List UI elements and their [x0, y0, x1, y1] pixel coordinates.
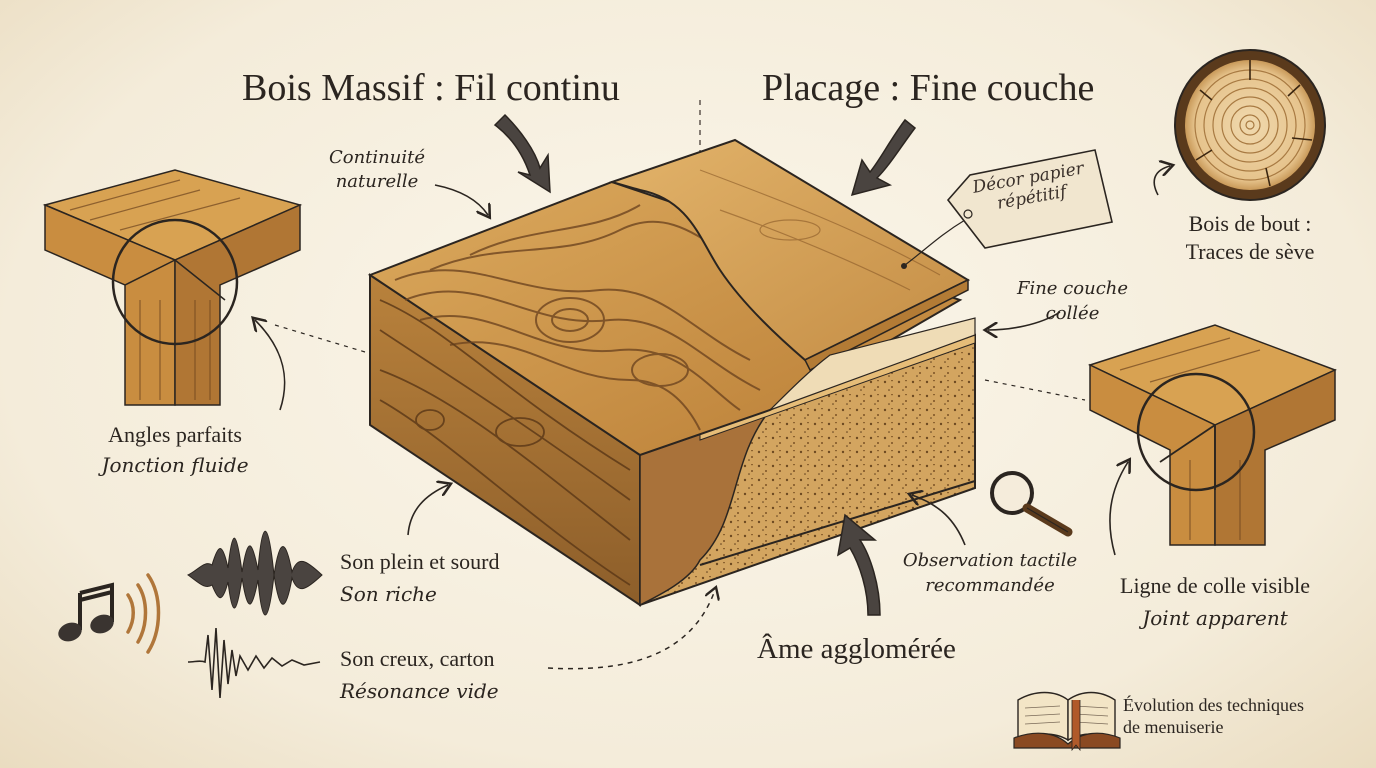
end-grain-line2: Traces de sève — [1185, 239, 1315, 264]
hollow-sound-arrow — [547, 590, 715, 670]
glue-line2: Joint apparent — [1142, 606, 1288, 630]
speaker-waves-icon — [126, 573, 161, 654]
continuity-label: Continuité naturelle — [322, 146, 432, 194]
evolution-line2: de menuiserie — [1123, 717, 1224, 737]
pointer-arrows — [255, 166, 1170, 556]
thin-layer-line2: collée — [1045, 303, 1100, 324]
evolution-line1: Évolution des techniques — [1123, 695, 1304, 715]
main-wood-block — [367, 138, 976, 607]
sound-hollow-line1: Son creux, carton — [340, 646, 495, 671]
angles-line2: Jonction fluide — [101, 453, 249, 477]
thin-layer-label: Fine couche collée — [1000, 276, 1145, 326]
decor-tag — [901, 149, 1113, 269]
continuity-label-line1: Continuité — [328, 147, 426, 168]
glue-line1: Ligne de colle visible — [1120, 573, 1310, 598]
end-grain-line1: Bois de bout : — [1188, 211, 1312, 236]
core-label: Âme agglomérée — [757, 633, 956, 665]
veneer-title: Placage : Fine couche — [762, 67, 1095, 109]
arrow-veneer-title — [850, 118, 917, 197]
tree-ring-icon — [1174, 49, 1326, 201]
sound-wave-full-icon — [187, 531, 323, 616]
evolution-label: Évolution des techniques de menuiserie — [1123, 694, 1304, 738]
music-note-icon — [58, 582, 114, 642]
thin-layer-line1: Fine couche — [1016, 278, 1129, 299]
sound-hollow-label: Son creux, carton Résonance vide — [340, 643, 499, 707]
observation-line2: recommandée — [925, 575, 1055, 596]
arrow-core — [836, 513, 881, 616]
sound-wave-hollow-icon — [187, 627, 321, 699]
glue-line-label: Ligne de colle visible Joint apparent — [1095, 570, 1335, 634]
magnifier-icon — [990, 471, 1073, 537]
angles-line1: Angles parfaits — [108, 422, 242, 447]
sound-full-label: Son plein et sourd Son riche — [340, 546, 500, 610]
sound-hollow-line2: Résonance vide — [340, 679, 499, 703]
angles-label: Angles parfaits Jonction fluide — [70, 420, 280, 480]
observation-line1: Observation tactile — [902, 550, 1078, 571]
arrow-solid-title — [493, 113, 551, 194]
corner-joint-solid — [42, 169, 303, 406]
open-book-icon — [1013, 691, 1121, 752]
solid-wood-title: Bois Massif : Fil continu — [242, 67, 620, 109]
end-grain-label: Bois de bout : Traces de sève — [1160, 210, 1340, 266]
observation-label: Observation tactile recommandée — [900, 548, 1080, 598]
corner-joint-veneer — [1087, 324, 1337, 546]
sound-full-line1: Son plein et sourd — [340, 549, 500, 574]
sound-full-line2: Son riche — [340, 582, 437, 606]
dashed-leaders — [274, 324, 1086, 401]
continuity-label-line2: naturelle — [335, 171, 419, 192]
